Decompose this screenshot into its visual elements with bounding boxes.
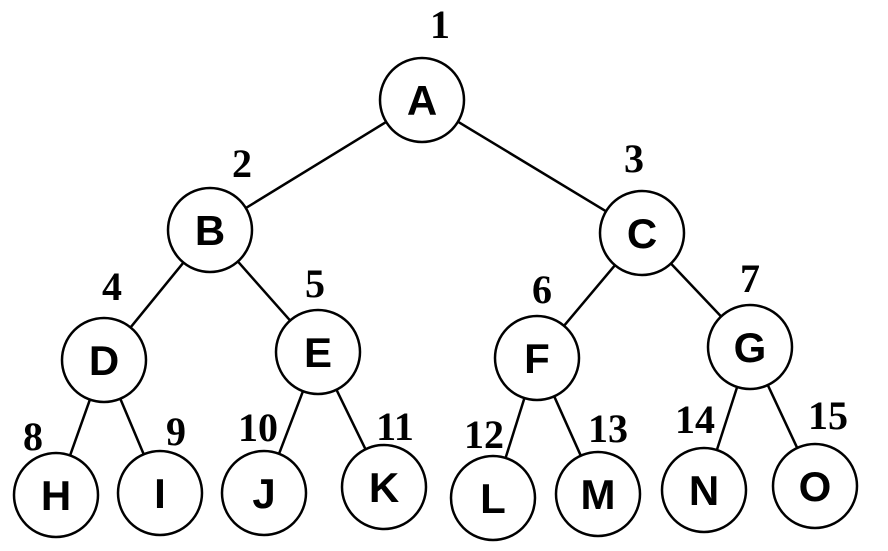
node-circle xyxy=(12,451,100,539)
tree-node-o: O xyxy=(771,442,859,530)
node-circle xyxy=(449,454,537,542)
node-label: M xyxy=(581,471,616,518)
tree-node-k: K xyxy=(340,443,428,531)
node-circle xyxy=(554,450,642,538)
node-index-label-j: 10 xyxy=(238,405,278,450)
edge-c-f xyxy=(563,264,616,327)
node-circle xyxy=(598,189,686,277)
node-label: L xyxy=(480,475,506,522)
node-label: N xyxy=(689,467,719,514)
tree-node-i: I xyxy=(116,449,204,537)
edge-f-l xyxy=(504,397,526,459)
edge-g-n xyxy=(715,386,739,451)
node-index-label-l: 12 xyxy=(464,412,504,457)
tree-node-h: H xyxy=(12,451,100,539)
tree-node-d: D xyxy=(60,316,148,404)
node-circle xyxy=(166,186,254,274)
node-label: O xyxy=(799,463,832,510)
node-label: K xyxy=(369,464,399,511)
node-label: A xyxy=(407,77,437,124)
node-index-label-b: 2 xyxy=(232,141,252,186)
node-index-label-g: 7 xyxy=(740,256,760,301)
edge-e-k xyxy=(335,389,367,450)
node-label: B xyxy=(195,207,225,254)
tree-node-a: A xyxy=(378,56,466,144)
tree-node-c: C xyxy=(598,189,686,277)
edge-d-i xyxy=(119,398,145,455)
tree-node-b: B xyxy=(166,186,254,274)
node-index-label-f: 6 xyxy=(532,267,552,312)
node-label: I xyxy=(154,470,166,517)
edge-a-c xyxy=(457,120,607,213)
tree-node-m: M xyxy=(554,450,642,538)
node-index-label-a: 1 xyxy=(430,2,450,47)
node-label: D xyxy=(89,337,119,384)
node-circle xyxy=(493,314,581,402)
node-label: C xyxy=(627,210,657,257)
node-label: F xyxy=(524,335,550,382)
tree-node-f: F xyxy=(493,314,581,402)
tree-node-n: N xyxy=(660,446,748,534)
edge-d-h xyxy=(68,399,92,456)
node-circle xyxy=(60,316,148,404)
node-index-label-n: 14 xyxy=(675,397,715,442)
node-label: J xyxy=(252,470,275,517)
edge-a-b xyxy=(245,120,387,210)
edge-e-j xyxy=(277,390,305,455)
node-circle xyxy=(274,308,362,396)
tree-node-g: G xyxy=(706,303,794,391)
edge-g-o xyxy=(766,384,799,449)
node-circle xyxy=(706,303,794,391)
node-label: E xyxy=(304,329,332,376)
tree-node-l: L xyxy=(449,454,537,542)
node-index-label-d: 4 xyxy=(102,264,122,309)
node-circle xyxy=(220,449,308,537)
edges-layer xyxy=(68,120,799,459)
node-circle xyxy=(340,443,428,531)
edge-b-e xyxy=(236,260,292,322)
node-index-label-e: 5 xyxy=(305,261,325,306)
edge-f-m xyxy=(553,395,582,457)
node-index-label-h: 8 xyxy=(23,414,43,459)
node-index-label-c: 3 xyxy=(624,136,644,181)
node-index-label-i: 9 xyxy=(166,409,186,454)
edge-b-d xyxy=(129,261,185,329)
tree-node-e: E xyxy=(274,308,362,396)
node-index-label-k: 11 xyxy=(376,404,414,449)
node-circle xyxy=(116,449,204,537)
node-label: H xyxy=(41,472,71,519)
node-circle xyxy=(771,442,859,530)
edge-c-g xyxy=(669,262,723,318)
node-circle xyxy=(378,56,466,144)
node-circle xyxy=(660,446,748,534)
nodes-layer: A B C D E F G H I J K L M N O xyxy=(12,56,859,542)
node-index-label-m: 13 xyxy=(588,406,628,451)
tree-node-j: J xyxy=(220,449,308,537)
node-index-label-o: 15 xyxy=(808,393,848,438)
node-label: G xyxy=(734,324,767,371)
